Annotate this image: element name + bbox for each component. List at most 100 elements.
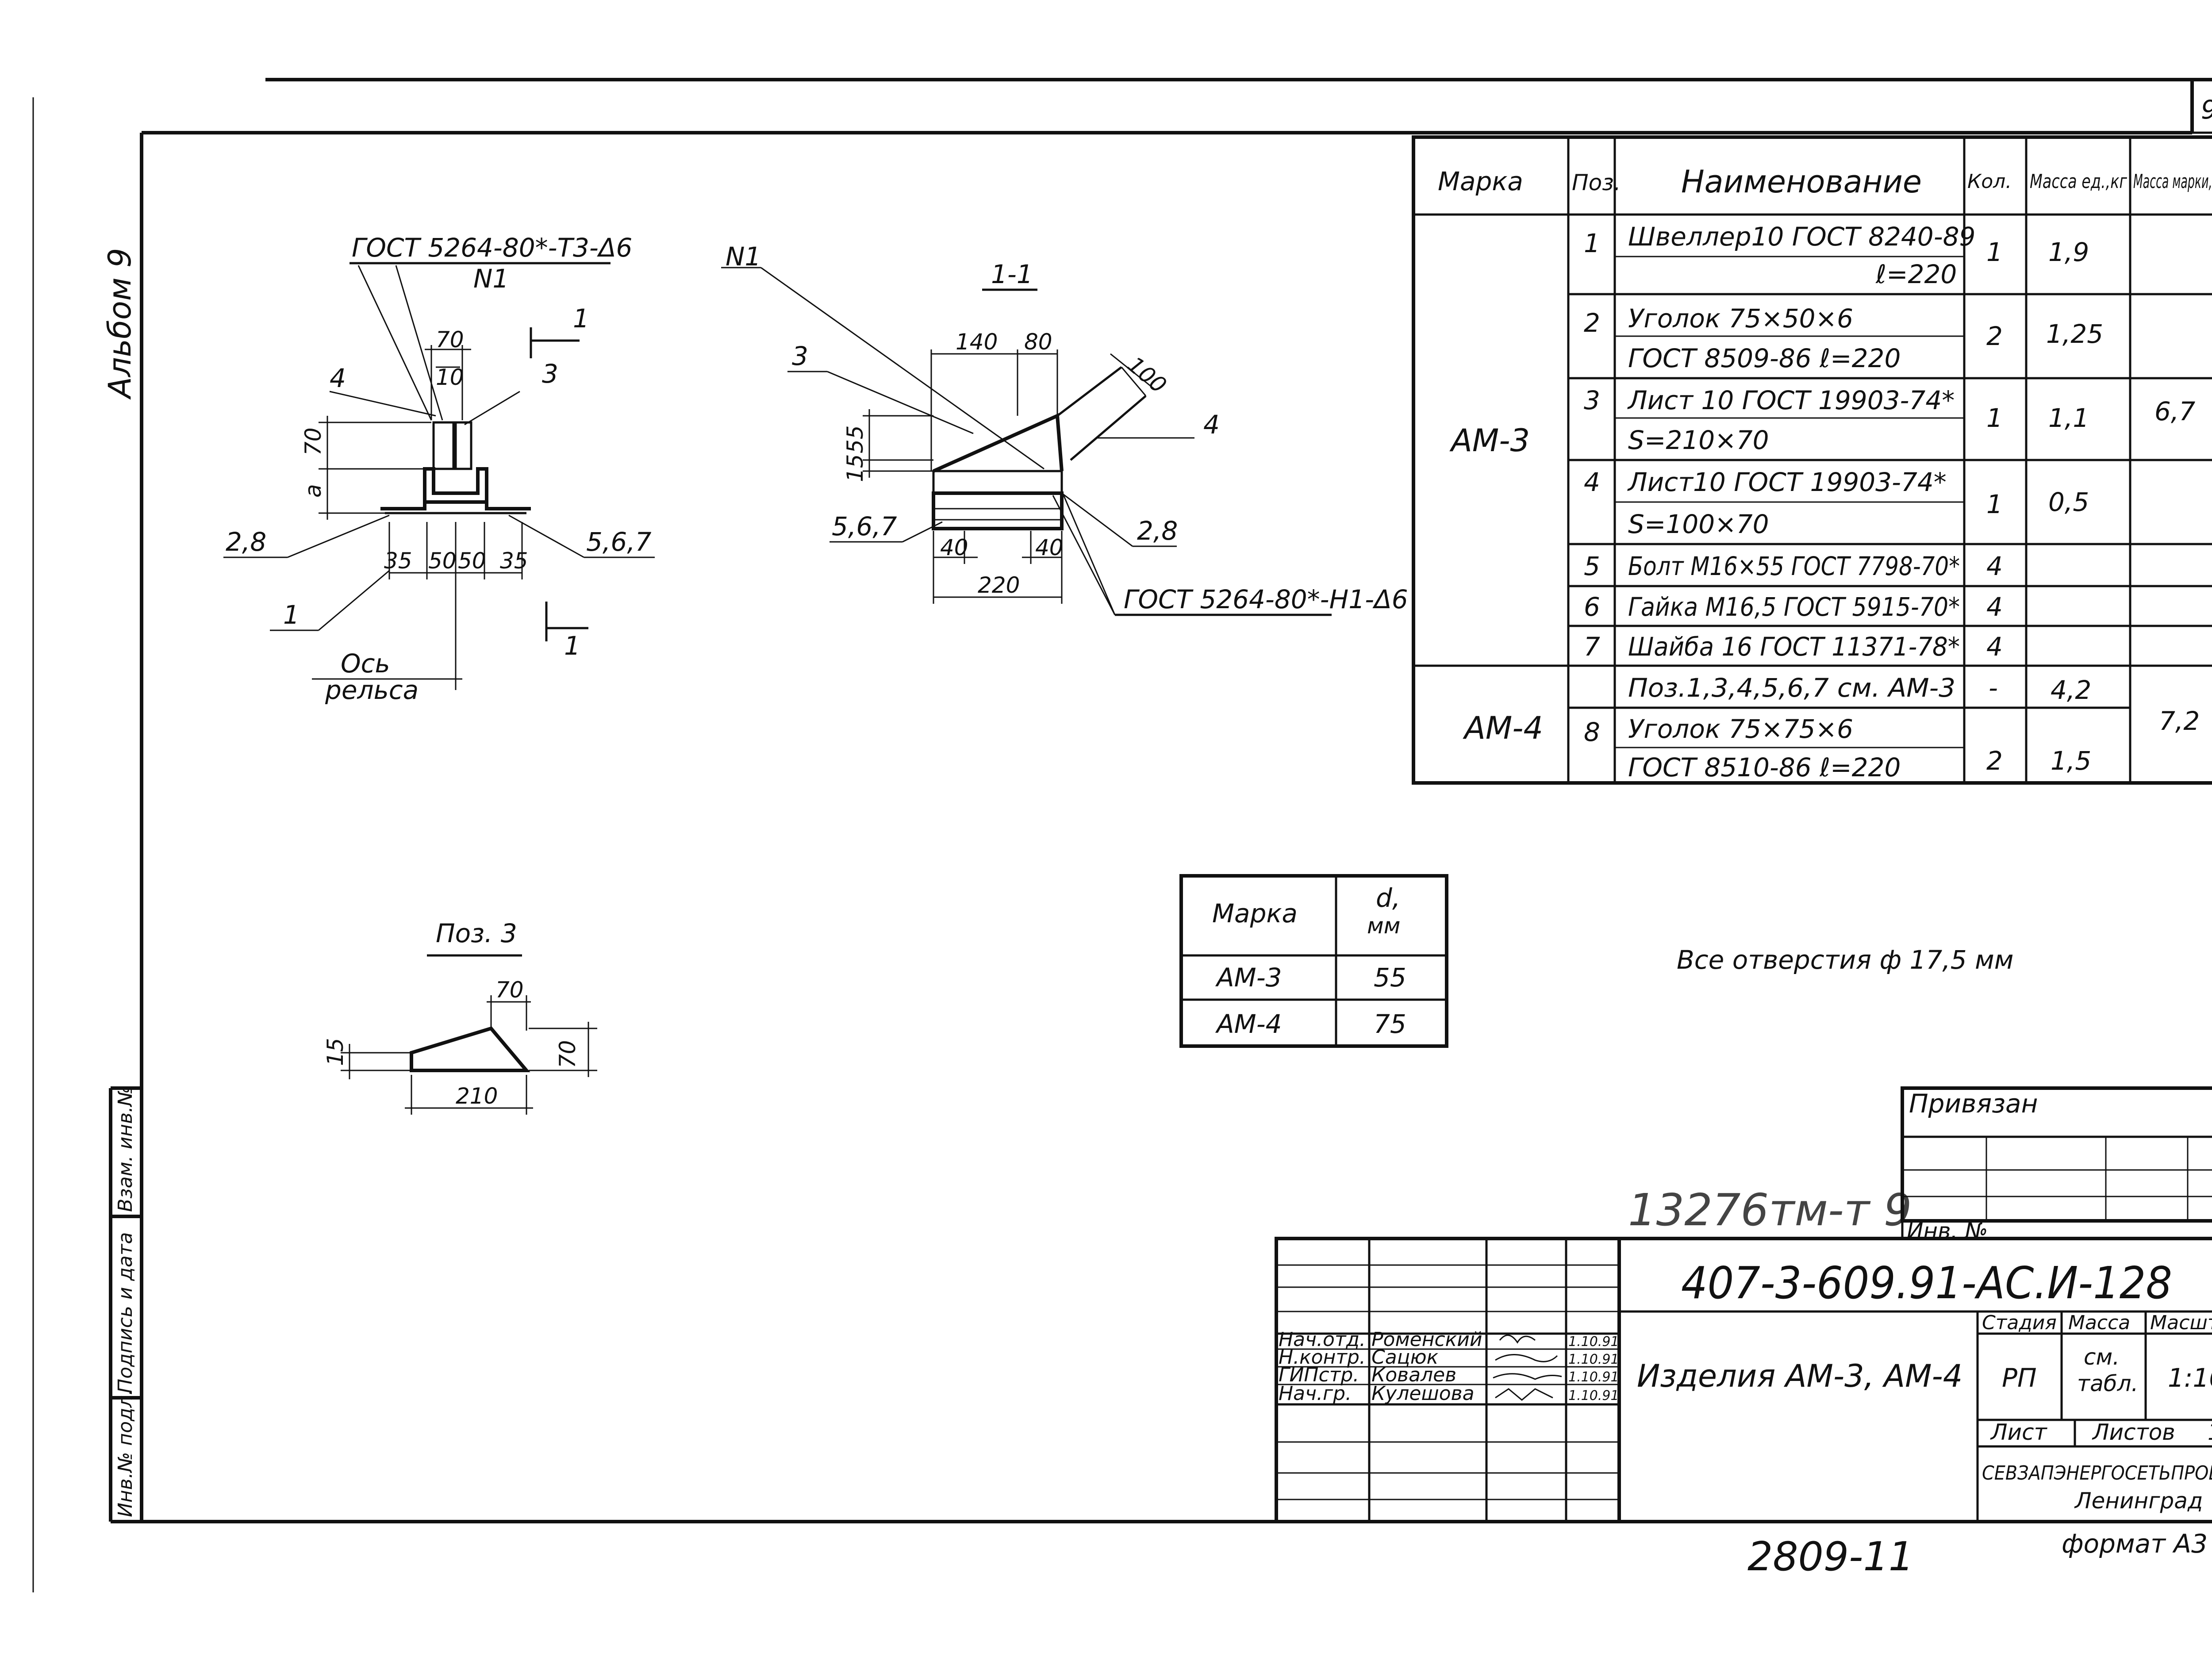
spec-h-mass-unit: Масса ед.,кг <box>2030 170 2128 193</box>
tb-signer-date-2: 1.10.91 <box>1568 1352 1619 1367</box>
main-poz-28: 2,8 <box>226 527 266 557</box>
sec-dim-140: 140 <box>956 329 998 355</box>
tb-signer-date-3: 1.10.91 <box>1568 1369 1619 1385</box>
spec-table <box>1412 135 2212 785</box>
spec-poz-2: 2 <box>1584 308 1600 338</box>
spec-kol-3: 1 <box>1986 403 2003 433</box>
sec-dim-40l: 40 <box>940 535 968 560</box>
spec-poz-3: 3 <box>1584 385 1600 415</box>
tb-signer-name-4: Кулешова <box>1371 1382 1475 1405</box>
spec-name-4: Лист10 ГОСТ 19903-74* <box>1627 467 1947 497</box>
spec-h-marka: Марка <box>1438 166 1523 196</box>
tb-signer-role-3: ГИПстр. <box>1279 1364 1359 1386</box>
spec-kol-5: 4 <box>1986 551 2003 581</box>
spec-name-8: Поз.1,3,4,5,6,7 см. АМ-3 <box>1628 673 1955 703</box>
sec-title: 1-1 <box>991 259 1033 289</box>
poz3-dim-15: 15 <box>323 1038 348 1066</box>
d-h-unit: мм <box>1367 913 1400 939</box>
spec-kol-4: 1 <box>1986 489 2003 519</box>
tb-signer-name-3: Ковалев <box>1371 1364 1456 1386</box>
poz3-title: Поз. 3 <box>436 918 517 948</box>
spec-h-kol: Кол. <box>1967 170 2012 193</box>
spec-h-name: Наименование <box>1681 164 1922 200</box>
strip-vzam: Взам. инв.№ <box>114 1086 137 1212</box>
main-dim-50r: 50 <box>458 548 486 574</box>
main-dim-35l: 35 <box>384 548 412 574</box>
d-table: Марка d, мм АМ-3 55 АМ-4 75 <box>1179 874 1448 1048</box>
d-row2-d: 75 <box>1374 1009 1406 1039</box>
page-number: 95 <box>2201 95 2212 125</box>
tb-doc-title: Изделия АМ-3, АМ-4 <box>1637 1358 1962 1394</box>
spec-mass-3: 1,1 <box>2048 403 2089 433</box>
tb-massa-h: Масса <box>2068 1312 2130 1334</box>
spec-kol-7: 4 <box>1986 632 2003 662</box>
sec-poz-567: 5,6,7 <box>832 511 897 541</box>
spec-kol-9: 2 <box>1986 746 2003 776</box>
main-dim-35r: 35 <box>500 548 528 574</box>
spec-kol-6: 4 <box>1986 592 2003 622</box>
sec-poz-3: 3 <box>792 341 808 371</box>
format-label: формат А3 <box>2062 1529 2208 1559</box>
tb-signer-date-1: 1.10.91 <box>1568 1334 1619 1350</box>
tb-signer-role-1: Нач.отд. <box>1279 1328 1366 1351</box>
sheet-frame <box>32 78 2212 1592</box>
main-poz-567: 5,6,7 <box>586 527 652 557</box>
spec-kol-2: 2 <box>1986 321 2003 351</box>
spec-marka-am4: АМ-4 <box>1463 710 1543 746</box>
main-dim-70-side: 70 <box>300 427 326 456</box>
main-poz-3: 3 <box>542 359 558 389</box>
poz3-dim-70r: 70 <box>555 1040 580 1068</box>
sec-poz-28: 2,8 <box>1137 516 1178 546</box>
title-block: Привязан Инв. № 407-3-609.91-АС.И-128 Из… <box>1275 1086 2212 1523</box>
d-row1-d: 55 <box>1374 963 1406 993</box>
sec-poz-4: 4 <box>1203 410 1220 440</box>
d-h-d: d, <box>1376 883 1400 913</box>
main-dim-a: а <box>300 484 326 498</box>
main-dim-70-top: 70 <box>436 327 464 353</box>
spec-mass-8: 4,2 <box>2051 675 2091 705</box>
spec-name-2b: ГОСТ 8509-86 ℓ=220 <box>1628 343 1901 373</box>
poz3-dim-210: 210 <box>456 1083 498 1109</box>
spec-headers: Марка Поз. Наименование Кол. Масса ед.,к… <box>1438 164 2212 200</box>
poz3-dim-70t: 70 <box>495 977 524 1003</box>
tb-privyazan: Привязан <box>1909 1089 2038 1119</box>
tb-signer-date-4: 1.10.91 <box>1568 1388 1619 1404</box>
spec-name-9b: ГОСТ 8510-86 ℓ=220 <box>1628 752 1901 782</box>
main-dim-50l: 50 <box>428 548 457 574</box>
spec-h-poz: Поз. <box>1572 170 1621 196</box>
tb-massa-1: см. <box>2084 1344 2120 1370</box>
main-view: ГОСТ 5264-80*-Т3-Δ6 N1 1 70 10 70 а 4 <box>223 233 655 705</box>
tb-listov: 1 <box>2208 1419 2212 1445</box>
tb-masshtab-h: Масштаб <box>2150 1312 2212 1334</box>
holes-note: Все отверстия ф 17,5 мм <box>1677 945 2014 975</box>
spec-name-1b: ℓ=220 <box>1875 259 1957 289</box>
main-poz-1: 1 <box>283 600 300 630</box>
spec-poz-4: 4 <box>1584 467 1600 497</box>
sec-dim-80: 80 <box>1024 329 1052 355</box>
spec-name-2: Уголок 75×50×6 <box>1628 303 1853 334</box>
d-row2-marka: АМ-4 <box>1215 1009 1282 1039</box>
spec-mass-1: 1,9 <box>2048 237 2089 267</box>
tb-stadia-h: Стадия <box>1982 1312 2057 1334</box>
tb-code: 407-3-609.91-АС.И-128 <box>1681 1257 2172 1309</box>
spec-mass-2: 1,25 <box>2046 319 2103 349</box>
spec-mass-am3: 6,7 <box>2154 396 2195 426</box>
tb-signer-role-4: Нач.гр. <box>1279 1382 1352 1405</box>
spec-marka-am3: АМ-3 <box>1449 422 1530 459</box>
spec-name-7: Шайба 16 ГОСТ 11371-78* <box>1628 632 1960 662</box>
spec-rows: 1 Швеллер10 ГОСТ 8240-89 ℓ=220 1 1,9 2 У… <box>1449 222 2200 782</box>
main-axis-1: Ось <box>341 648 390 679</box>
main-section-top: 1 <box>573 303 589 334</box>
strip-inv-podl: Инв.№ подл. <box>114 1389 137 1517</box>
tb-stadia: РП <box>2002 1363 2037 1393</box>
signature-marks <box>1493 1335 1562 1401</box>
tb-masshtab: 1:10 <box>2168 1363 2212 1393</box>
spec-kol-1: 1 <box>1986 237 2003 267</box>
tb-listov-h: Листов <box>2092 1419 2175 1445</box>
section-view: 1-1 N1 140 80 100 15 55 3 4 <box>721 242 1408 616</box>
tb-org-1: СЕВЗАПЭНЕРГОСЕТЬПРОЕКТ <box>1982 1462 2212 1484</box>
tb-list-h: Лист <box>1990 1419 2048 1445</box>
sec-dim-40r: 40 <box>1035 535 1064 560</box>
d-h-marka: Марка <box>1212 898 1298 928</box>
